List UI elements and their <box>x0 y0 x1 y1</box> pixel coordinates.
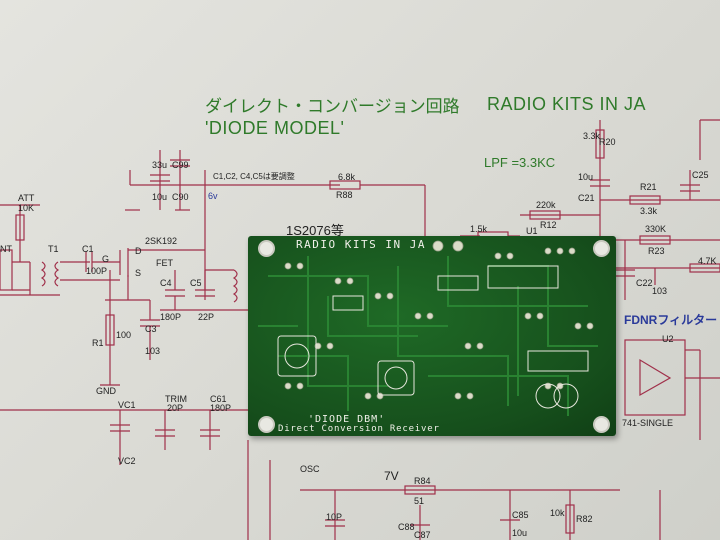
label-osc: OSC <box>300 464 320 474</box>
label-c22: C22 <box>636 278 653 288</box>
label-20p: 20P <box>167 403 184 413</box>
title-english: RADIO KITS IN JA <box>487 94 647 114</box>
title-model: 'DIODE MODEL' <box>205 118 345 138</box>
label-c85: C85 <box>512 510 529 520</box>
label-22p: 22P <box>198 312 215 322</box>
label-fet-part: 2SK192 <box>145 236 178 246</box>
label-gnd: GND <box>96 386 116 396</box>
mounting-hole-tl <box>258 240 275 257</box>
label-ant: NT <box>0 244 12 254</box>
mounting-hole-tr <box>593 240 610 257</box>
label-10k: 10k <box>550 508 565 518</box>
label-10u-b: 10u <box>152 192 168 202</box>
label-r82: R82 <box>576 514 593 524</box>
pcb-subtitle-text: Direct Conversion Receiver <box>278 424 440 434</box>
label-103: 103 <box>145 346 161 356</box>
ant-box <box>0 249 13 291</box>
label-c1: C1 <box>82 244 94 254</box>
label-c4: C4 <box>160 278 172 288</box>
label-33u: 33u <box>152 160 168 170</box>
voltage-6v: 6v <box>208 191 218 201</box>
label-r21: R21 <box>640 182 657 192</box>
pcb-board: RADIO KITS IN JA 'DIODE DBM' Direct Conv… <box>248 236 616 436</box>
label-r84: R84 <box>414 476 431 486</box>
label-330k: 330K <box>645 224 667 234</box>
label-c21: C21 <box>578 193 595 203</box>
label-180p: 180P <box>160 312 182 322</box>
mounting-hole-bl <box>258 416 275 433</box>
label-u1: U1 <box>526 226 538 236</box>
label-fet: FET <box>156 258 173 268</box>
label-att-value: 10K <box>18 203 35 213</box>
label-741: 741-SINGLE <box>622 418 674 428</box>
label-r100: 100 <box>116 330 132 340</box>
fdnr-label: FDNRフィルター <box>624 313 718 327</box>
label-6-8k: 6.8k <box>338 172 356 182</box>
pcb-traces <box>258 240 598 416</box>
pcb-model-text: 'DIODE DBM' <box>308 414 386 425</box>
label-c88: C88 <box>398 522 415 532</box>
label-10p: 10P <box>326 512 343 522</box>
label-c99: C99 <box>172 160 189 170</box>
pcb-top-text: RADIO KITS IN JA <box>296 238 426 251</box>
label-c5: C5 <box>190 278 202 288</box>
label-100p: 100P <box>86 266 108 276</box>
label-d: D <box>135 246 142 256</box>
label-r21-value: 3.3k <box>640 206 658 216</box>
label-c87: C87 <box>414 530 431 540</box>
label-c90: C90 <box>172 192 189 202</box>
label-c85-value: 10u <box>512 528 528 538</box>
label-c61-value: 180P <box>210 403 232 413</box>
label-r12: R12 <box>540 220 557 230</box>
label-c22-value: 103 <box>652 286 668 296</box>
cap-note: C1,C2, C4,C5は要調整 <box>213 172 295 181</box>
label-s: S <box>135 268 142 278</box>
label-trim: TRIM <box>165 394 187 404</box>
diode-label: 1S2076等 <box>286 223 344 238</box>
voltage-7v: 7V <box>384 469 399 483</box>
label-u2: U2 <box>662 334 674 344</box>
label-r88: R88 <box>336 190 353 200</box>
label-10u: 10u <box>578 172 594 182</box>
label-c61: C61 <box>210 394 227 404</box>
label-4-7k: 4.7K <box>698 256 717 266</box>
lpf-label: LPF =3.3KC <box>484 155 556 170</box>
label-att: ATT <box>18 193 35 203</box>
label-1-5k: 1.5k <box>470 224 488 234</box>
label-g: G <box>102 254 110 264</box>
label-r84-value: 51 <box>414 496 425 506</box>
mounting-hole-br <box>593 416 610 433</box>
label-r23: R23 <box>648 246 665 256</box>
label-vc2: VC2 <box>118 456 136 466</box>
title-japanese: ダイレクト・コンバージョン回路 <box>205 97 460 116</box>
label-r20: R20 <box>599 137 616 147</box>
label-t1: T1 <box>48 244 59 254</box>
label-vc1: VC1 <box>118 400 136 410</box>
label-220k: 220k <box>536 200 556 210</box>
label-3-3k-r20: 3.3k <box>583 131 601 141</box>
label-r1: R1 <box>92 338 104 348</box>
label-c3: C3 <box>145 324 157 334</box>
label-c25: C25 <box>692 170 709 180</box>
